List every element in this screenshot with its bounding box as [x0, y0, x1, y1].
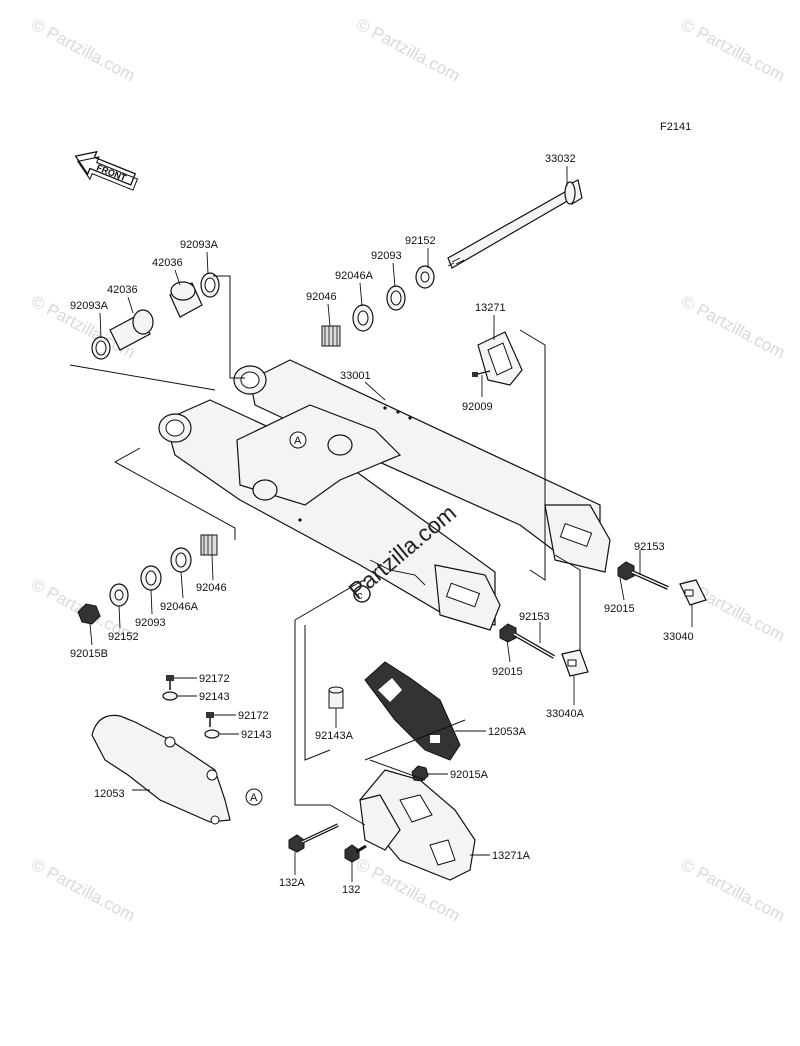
- label-92046-top: 92046: [306, 291, 337, 303]
- chain-slider-12053A: [364, 661, 461, 761]
- label-92152-bottom: 92152: [108, 631, 139, 643]
- svg-text:A: A: [250, 792, 258, 804]
- watermark-top-right: © Partzilla.com: [678, 15, 788, 86]
- leader-lines: [89, 166, 693, 882]
- washer-92143-a: [162, 691, 178, 701]
- nut-92015-mid: [499, 623, 517, 643]
- nut-92015A: [411, 765, 429, 782]
- chain-guide-12053: [91, 714, 231, 825]
- label-92009: 92009: [462, 401, 493, 413]
- label-132: 132: [342, 884, 360, 896]
- collar-42036-left: [109, 309, 154, 351]
- watermark-top-center: © Partzilla.com: [353, 15, 463, 86]
- chain-guide-13271A: [359, 769, 476, 881]
- label-92015A: 92015A: [450, 769, 489, 781]
- label-13271A: 13271A: [492, 850, 531, 862]
- label-92152-top: 92152: [405, 235, 436, 247]
- watermark-top-left: © Partzilla.com: [28, 15, 138, 86]
- label-33040A: 33040A: [546, 708, 585, 720]
- front-arrow-icon: FRONT: [74, 150, 139, 191]
- bolt-132: [344, 844, 367, 863]
- label-42036-left: 42036: [107, 284, 138, 296]
- label-33001: 33001: [340, 370, 371, 382]
- label-92046A-bottom: 92046A: [160, 601, 199, 613]
- label-33032: 33032: [545, 153, 576, 165]
- bolt-92153-mid: [513, 632, 555, 659]
- label-92015-mid: 92015: [492, 666, 523, 678]
- adjuster-33040: [679, 579, 707, 606]
- label-12053: 12053: [94, 788, 125, 800]
- bolt-92009: [472, 370, 491, 377]
- label-12053A: 12053A: [488, 726, 527, 738]
- label-92093A-top: 92093A: [180, 239, 219, 251]
- label-92143-b: 92143: [241, 729, 272, 741]
- watermark-bottom-right: © Partzilla.com: [678, 855, 788, 926]
- label-132A: 132A: [279, 877, 305, 889]
- needle-bearing-92046-bottom: [200, 534, 218, 556]
- needle-bearing-92046-top: [321, 325, 341, 347]
- label-92015B: 92015B: [70, 648, 108, 660]
- svg-text:c: c: [357, 590, 363, 602]
- screw-92172-a: [166, 675, 174, 690]
- collar-42036-top: [169, 281, 203, 318]
- label-42036-top: 42036: [152, 257, 183, 269]
- label-92093-top: 92093: [371, 250, 402, 262]
- label-92093A-left: 92093A: [70, 300, 109, 312]
- label-92172-b: 92172: [238, 710, 269, 722]
- label-92015-right: 92015: [604, 603, 635, 615]
- label-92172-a: 92172: [199, 673, 230, 685]
- label-92153-mid: 92153: [519, 611, 550, 623]
- bolt-92153-right: [631, 570, 669, 590]
- exploded-view-lines: [69, 275, 581, 826]
- ref-marker-a-bottom: A: [245, 788, 263, 806]
- pivot-shaft-33032: [447, 179, 583, 269]
- swingarm-33001: [158, 359, 611, 631]
- label-92093-bottom: 92093: [135, 617, 166, 629]
- bolt-132A: [288, 823, 339, 853]
- watermark-copyright-icon: c: [353, 585, 371, 603]
- label-92143A: 92143A: [315, 730, 354, 742]
- washer-92143-b: [204, 729, 220, 739]
- svg-text:A: A: [294, 435, 302, 447]
- collar-92143A: [328, 686, 344, 709]
- label-92046A-top: 92046A: [335, 270, 374, 282]
- ref-marker-a-top: A: [289, 431, 307, 449]
- label-92153-right: 92153: [634, 541, 665, 553]
- label-13271: 13271: [475, 302, 506, 314]
- chain-guide-13271: [477, 331, 523, 386]
- nut-92015-right: [617, 561, 635, 581]
- label-92143-a: 92143: [199, 691, 230, 703]
- watermark-mid-right: © Partzilla.com: [678, 292, 788, 363]
- figure-code: F2141: [660, 121, 691, 133]
- watermark-bottom-left: © Partzilla.com: [28, 855, 138, 926]
- label-92046-bottom: 92046: [196, 582, 227, 594]
- screw-92172-b: [206, 712, 214, 727]
- label-33040: 33040: [663, 631, 694, 643]
- nut-92015B: [77, 603, 101, 625]
- adjuster-33040A: [561, 649, 589, 677]
- part-labels: 33032 92152 92093 92046A 92046 92093A 42…: [70, 153, 694, 896]
